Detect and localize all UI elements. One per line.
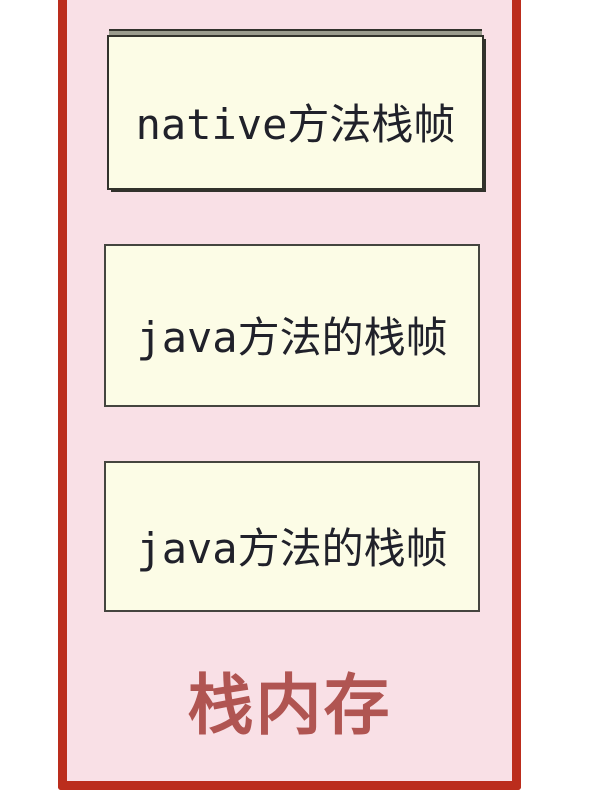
- stack-frame-java-method-1: java方法的栈帧: [104, 244, 480, 407]
- frame-label: java方法的栈帧: [136, 524, 448, 573]
- stack-frame-native-method: native方法栈帧: [107, 35, 484, 190]
- stack-memory-container: native方法栈帧 java方法的栈帧 java方法的栈帧 栈内存: [58, 0, 521, 790]
- frame-label: native方法栈帧: [135, 100, 456, 149]
- stack-memory-label: 栈内存: [187, 667, 392, 744]
- frame-label: java方法的栈帧: [136, 313, 448, 362]
- stack-frame-java-method-2: java方法的栈帧: [104, 461, 480, 612]
